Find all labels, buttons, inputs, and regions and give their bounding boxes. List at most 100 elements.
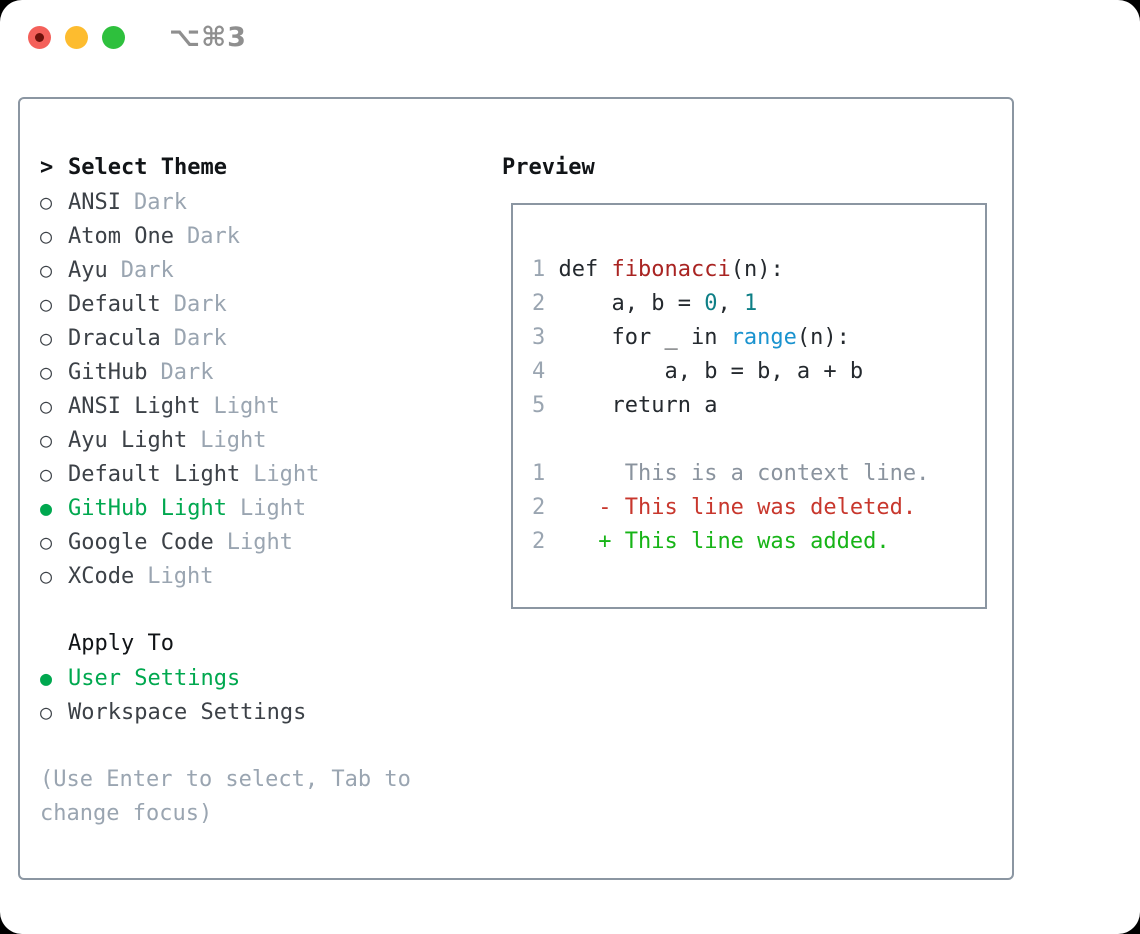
theme-tag: Light	[200, 428, 267, 453]
radio-unselected-icon: ○	[40, 292, 53, 316]
close-icon[interactable]	[28, 25, 51, 49]
apply-option[interactable]: ○ Workspace Settings	[40, 695, 411, 729]
prompt-icon: >	[40, 155, 54, 180]
radio-unselected-icon: ○	[40, 700, 53, 724]
titlebar: ⌥⌘3	[28, 22, 247, 53]
theme-tag: Light	[213, 394, 280, 419]
code-segment: (n):	[796, 325, 850, 350]
code-line: 1 def fibonacci(n):	[532, 253, 985, 287]
code-line: 2 - This line was deleted.	[532, 491, 985, 525]
theme-option[interactable]: ○ Dracula Dark	[40, 321, 411, 355]
line-number: 1	[532, 257, 559, 282]
radio-unselected-icon: ○	[40, 190, 53, 214]
line-number: 2	[532, 495, 559, 520]
code-line: 2 a, b = 0, 1	[532, 287, 985, 321]
theme-tag: Dark	[133, 190, 187, 215]
code-line: 2 + This line was added.	[532, 525, 985, 559]
option-label: Ayu	[68, 258, 108, 283]
zoom-icon[interactable]	[102, 25, 125, 49]
code-segment: fibonacci	[611, 257, 731, 282]
option-label: ANSI Light	[68, 394, 201, 419]
minimize-icon[interactable]	[65, 25, 88, 49]
hint-text-line-2: change focus)	[40, 801, 213, 826]
code-segment: + This line was added.	[558, 529, 890, 554]
theme-list-header: >Select Theme	[40, 151, 411, 185]
code-segment: range	[730, 325, 797, 350]
code-segment: def	[558, 257, 612, 282]
option-label: XCode	[68, 564, 135, 589]
code-segment: (n):	[730, 257, 784, 282]
theme-tag: Light	[239, 496, 307, 521]
radio-unselected-icon: ○	[40, 326, 53, 350]
spacer	[40, 729, 411, 763]
code-segment: a, b = b, a + b	[558, 359, 864, 384]
theme-option[interactable]: ● GitHub Light Light	[40, 491, 411, 525]
theme-tag: Dark	[173, 292, 227, 317]
theme-option[interactable]: ○ Ayu Light Light	[40, 423, 411, 457]
radio-unselected-icon: ○	[40, 428, 53, 452]
line-number: 5	[532, 393, 559, 418]
code-line	[532, 423, 985, 457]
radio-unselected-icon: ○	[40, 360, 53, 384]
radio-unselected-icon: ○	[40, 564, 53, 588]
apply-option[interactable]: ● User Settings	[40, 661, 411, 695]
radio-unselected-icon: ○	[40, 258, 53, 282]
code-line: 5 return a	[532, 389, 985, 423]
apply-to-heading: Apply To	[68, 631, 174, 656]
apply-to-list: ● User Settings ○ Workspace Settings	[40, 661, 411, 729]
line-number: 1	[532, 461, 559, 486]
code-segment: a, b =	[558, 291, 705, 316]
radio-unselected-icon: ○	[40, 224, 53, 248]
option-label: Workspace Settings	[68, 700, 307, 725]
option-label: User Settings	[68, 666, 241, 691]
code-segment: 1	[743, 291, 758, 316]
theme-tag: Dark	[173, 326, 227, 351]
option-label: Default	[68, 292, 161, 317]
code-segment: ,	[717, 291, 744, 316]
radio-unselected-icon: ○	[40, 462, 53, 486]
apply-to-header: Apply To	[40, 627, 411, 661]
code-segment: for _ in	[558, 325, 731, 350]
theme-tag: Light	[147, 564, 214, 589]
code-segment: - This line was deleted.	[558, 495, 917, 520]
theme-tag: Dark	[186, 224, 240, 249]
code-line: 4 a, b = b, a + b	[532, 355, 985, 389]
radio-unselected-icon: ○	[40, 394, 53, 418]
theme-option[interactable]: ○ XCode Light	[40, 559, 411, 593]
line-number: 2	[532, 529, 559, 554]
line-number: 4	[532, 359, 559, 384]
radio-selected-icon: ●	[40, 496, 53, 520]
preview-heading: Preview	[502, 155, 595, 180]
spacer	[40, 593, 411, 627]
code-segment: 0	[704, 291, 718, 316]
theme-option[interactable]: ○ ANSI Light Light	[40, 389, 411, 423]
code-line: 1 This is a context line.	[532, 457, 985, 491]
option-label: Dracula	[68, 326, 161, 351]
theme-option[interactable]: ○ Default Dark	[40, 287, 411, 321]
theme-option[interactable]: ○ GitHub Dark	[40, 355, 411, 389]
theme-tag: Dark	[160, 360, 214, 385]
theme-option[interactable]: ○ ANSI Dark	[40, 185, 411, 219]
line-number: 2	[532, 291, 559, 316]
theme-tag: Light	[253, 462, 320, 487]
option-label: ANSI	[68, 190, 121, 215]
radio-selected-icon: ●	[40, 666, 53, 690]
line-number: 3	[532, 325, 559, 350]
window-title: ⌥⌘3	[169, 21, 247, 53]
option-label: Ayu Light	[68, 428, 188, 453]
option-label: GitHub Light	[68, 496, 227, 521]
option-label: GitHub	[68, 360, 148, 385]
theme-tag: Light	[226, 530, 293, 555]
option-label: Google Code	[68, 530, 214, 555]
code-segment: return a	[558, 393, 718, 418]
